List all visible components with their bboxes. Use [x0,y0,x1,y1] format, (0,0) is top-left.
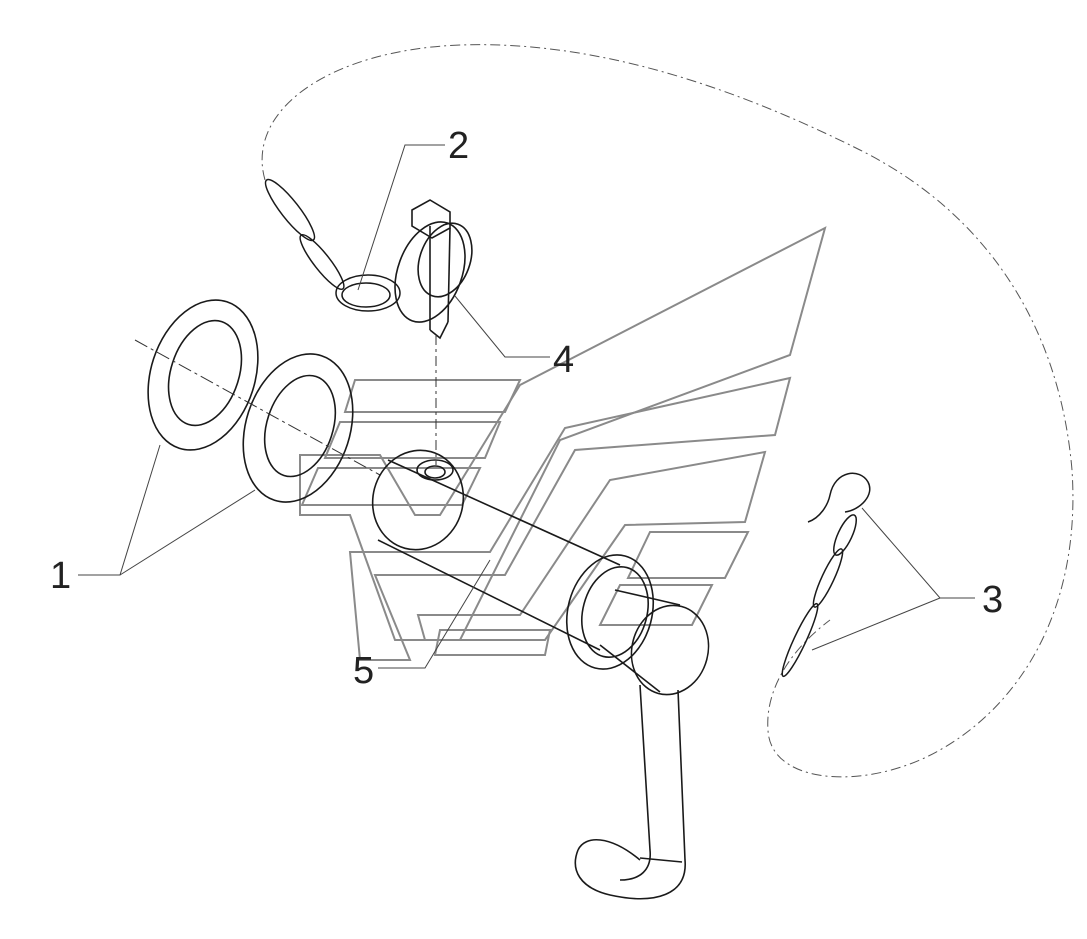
leader-4 [454,295,550,358]
watermark-chevron-top [299,226,827,641]
main-pin [371,449,710,696]
watermark-bar-1 [343,379,522,413]
callout-2: 2 [448,125,469,167]
leader-lines [78,144,975,669]
watermark-bar-4 [626,531,750,579]
lynch-pin [394,199,473,340]
washer-right [242,353,354,503]
callout-3: 3 [982,579,1003,621]
leader-2 [357,144,445,291]
callout-4: 4 [553,339,574,381]
callout-1: 1 [50,555,71,597]
leader-5 [378,559,491,669]
chain-boundary-outline [261,44,1074,778]
watermark-bar-5 [598,584,714,626]
leader-3 [861,507,975,599]
chain-upper [264,178,401,312]
hairpin-clip-chain [781,472,871,678]
pin-handle [574,684,686,900]
watermark-chevron-mid [348,376,792,661]
washer-left [147,299,259,451]
leader-1 [78,444,161,576]
watermark-bar-6 [433,629,552,656]
watermark-bar-3 [300,467,482,506]
callout-5: 5 [353,650,374,692]
watermark-logo [299,226,827,661]
watermark-bar-2 [323,421,502,459]
axis-centerline [134,339,381,476]
watermark-chevron-low [416,450,767,641]
